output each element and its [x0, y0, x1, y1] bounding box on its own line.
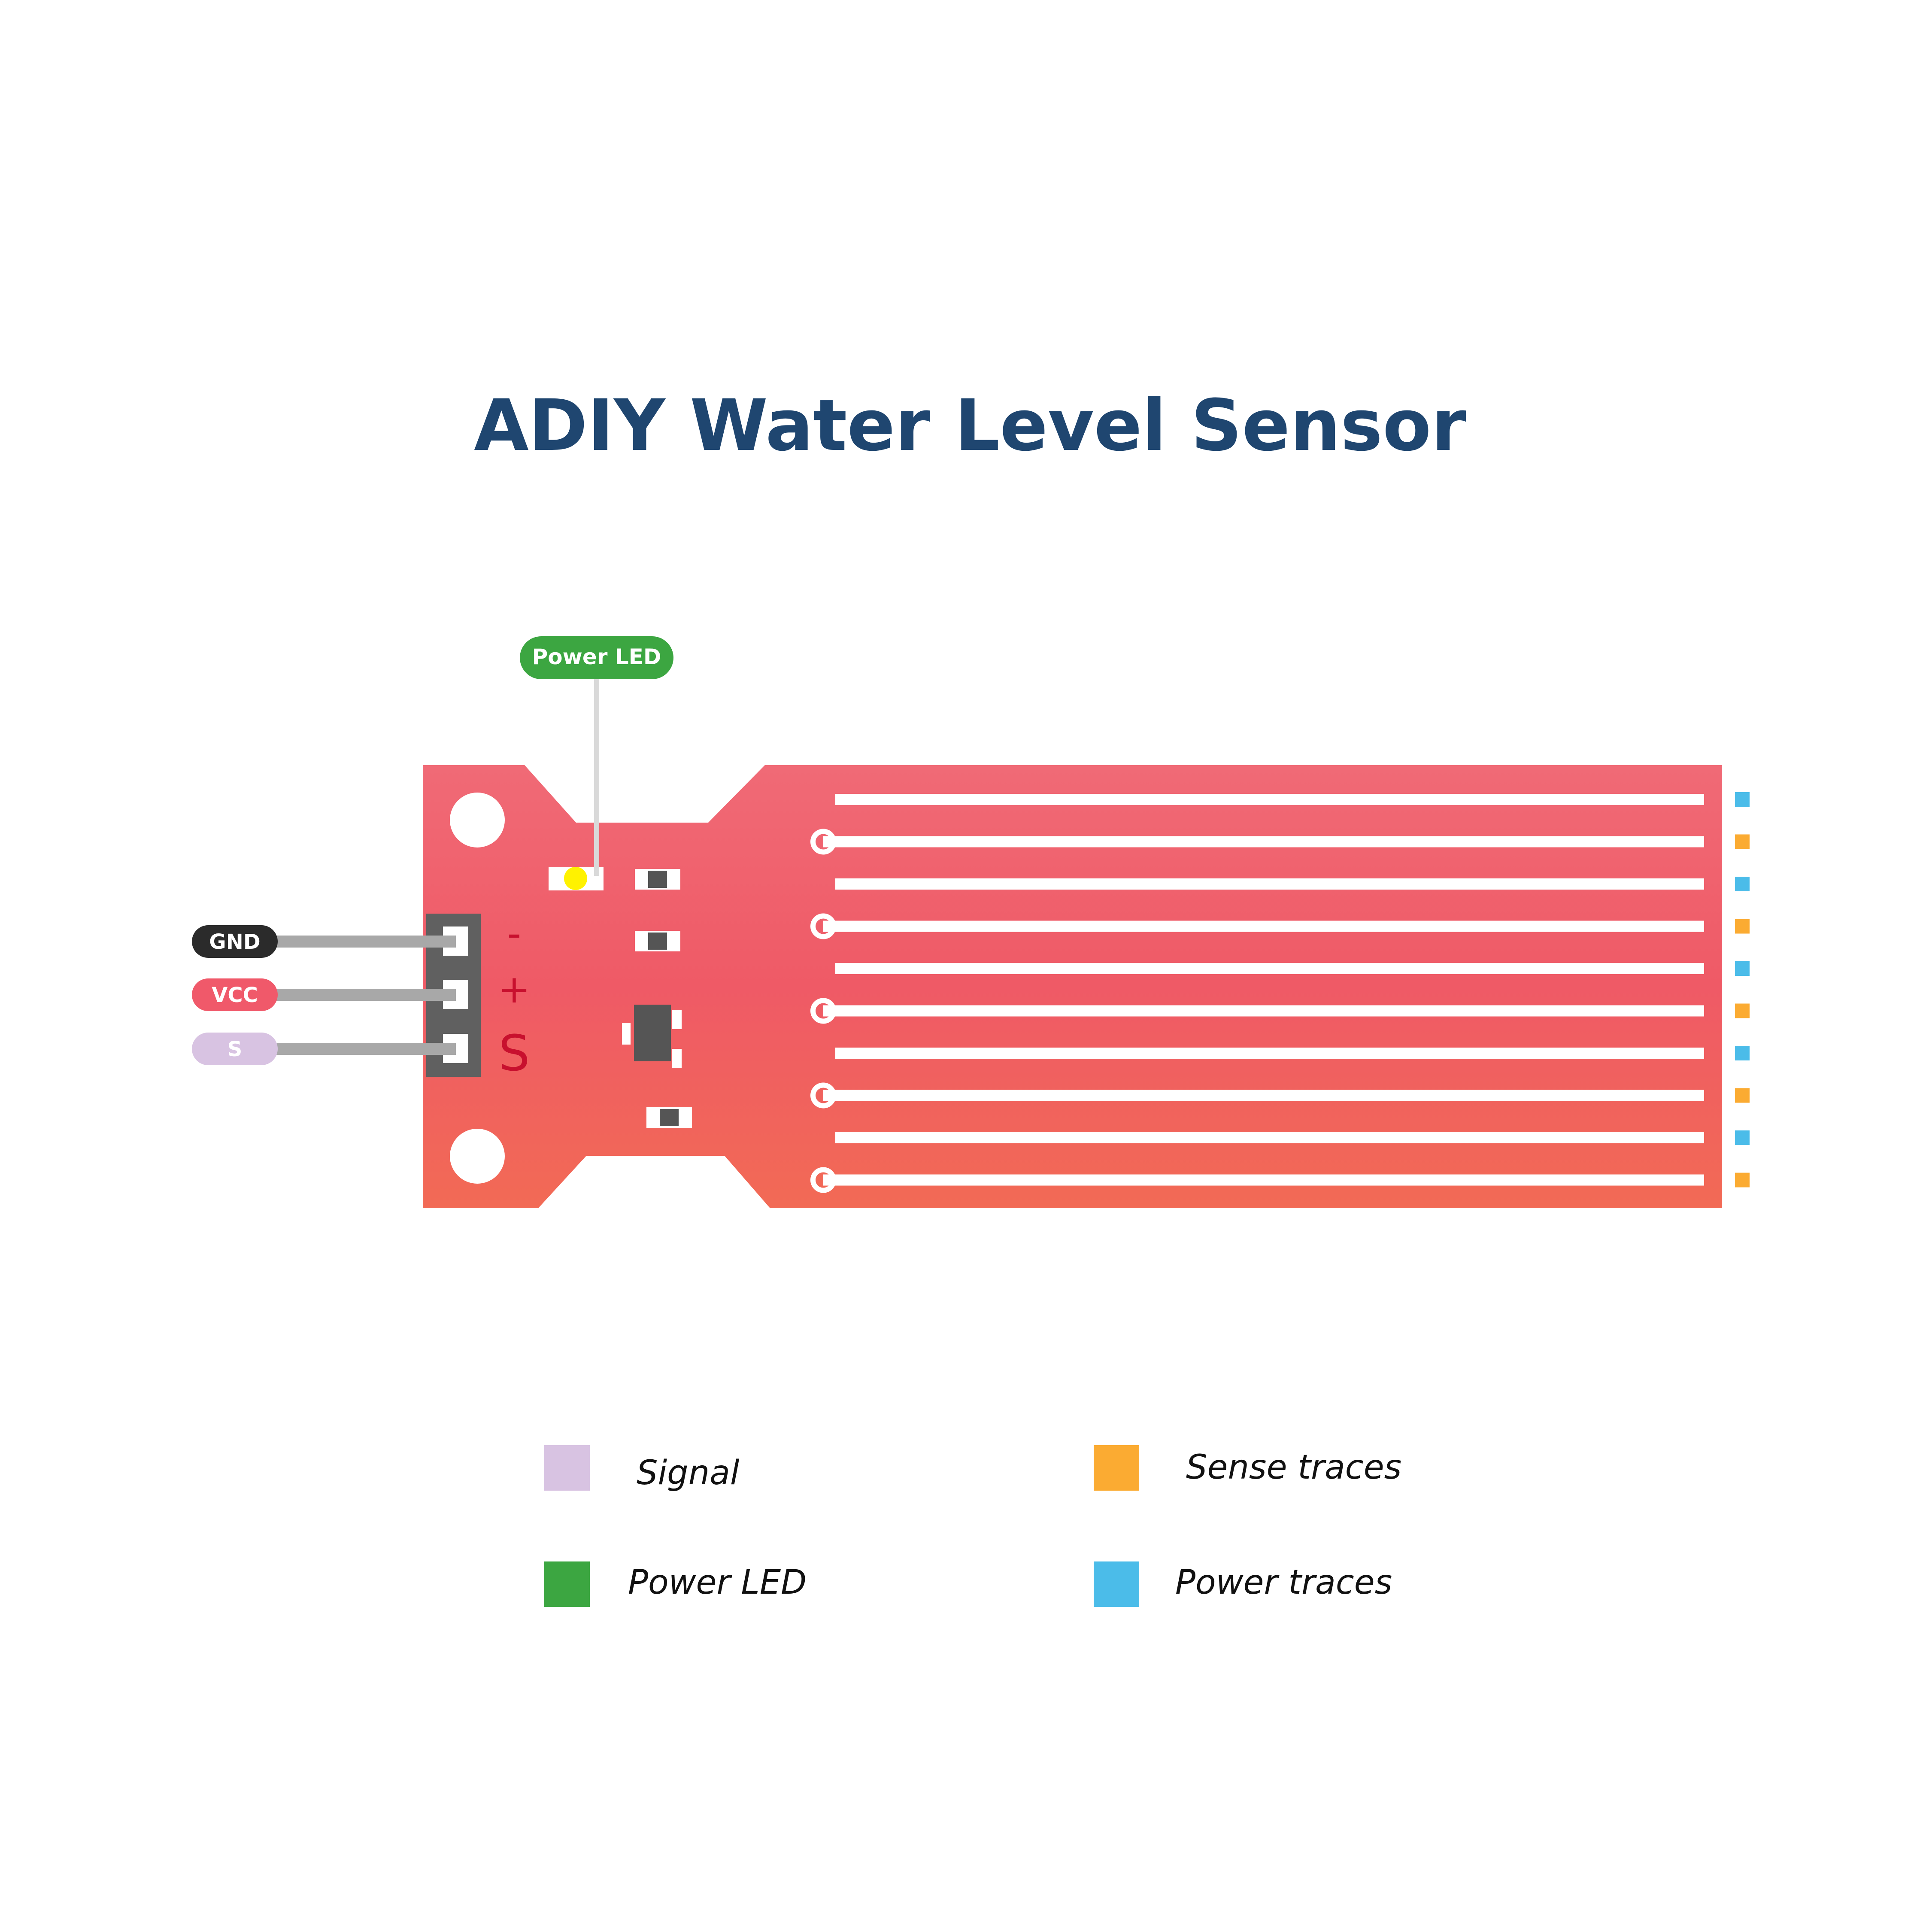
- power-marker: [1735, 961, 1750, 976]
- resistor-r3: [646, 1107, 692, 1128]
- sense-marker: [1735, 1088, 1750, 1103]
- power-marker: [1735, 1130, 1750, 1145]
- page-title: ADIY Water Level Sensor: [474, 384, 1466, 467]
- trace-sense: [823, 1090, 1704, 1101]
- sense-marker: [1735, 919, 1750, 934]
- pin-labels: GND VCC S: [192, 925, 456, 1065]
- silk-signal: S: [499, 1025, 530, 1082]
- trace-power: [835, 1048, 1704, 1059]
- pin-badge: [192, 1033, 278, 1065]
- trace-via: [810, 829, 836, 855]
- legend-label: Signal: [637, 1454, 740, 1492]
- trace-power: [835, 963, 1704, 974]
- legend-swatch: [1094, 1561, 1139, 1607]
- mounting-hole-top: [450, 793, 505, 848]
- legend-label: Power traces: [1175, 1563, 1392, 1602]
- legend-label: Sense traces: [1186, 1448, 1401, 1487]
- trace-via: [810, 1082, 836, 1109]
- callout-label: Power LED: [532, 644, 661, 669]
- legend-swatch: [544, 1445, 590, 1491]
- pin-badge: [192, 925, 278, 958]
- pin-label: GND: [209, 930, 260, 954]
- trace-via: [810, 998, 836, 1024]
- trace-power: [835, 878, 1704, 890]
- trace-sense: [823, 1174, 1704, 1186]
- sensor-board: - + S: [423, 765, 1722, 1208]
- silk-plus: +: [498, 967, 530, 1012]
- sense-marker: [1735, 834, 1750, 849]
- pin-label: S: [227, 1037, 243, 1061]
- silk-minus: -: [507, 911, 521, 956]
- mounting-hole-bottom: [450, 1129, 505, 1184]
- resistor-r2: [635, 931, 680, 951]
- power-led-callout: Power LED: [520, 636, 673, 876]
- callout-badge: [520, 636, 673, 679]
- pin-label: VCC: [212, 983, 258, 1007]
- power-marker: [1735, 877, 1750, 891]
- sense-marker: [1735, 1003, 1750, 1018]
- sense-traces: [810, 794, 1704, 1193]
- trace-sense: [823, 1005, 1704, 1017]
- trace-via: [810, 913, 836, 939]
- resistor-r1: [635, 869, 680, 890]
- power-marker: [1735, 1046, 1750, 1060]
- legend-swatch: [544, 1561, 590, 1607]
- trace-power: [835, 794, 1704, 805]
- transistor: [622, 1005, 682, 1068]
- trace-via: [810, 1167, 836, 1193]
- pin-badge: [192, 978, 278, 1011]
- trace-sense: [823, 920, 1704, 932]
- power-led: [564, 867, 587, 890]
- trace-sense: [823, 836, 1704, 848]
- power-marker: [1735, 792, 1750, 807]
- sense-marker: [1735, 1173, 1750, 1188]
- legend-swatch: [1094, 1445, 1139, 1491]
- trace-power: [835, 1132, 1704, 1143]
- legend-label: Power LED: [628, 1563, 807, 1602]
- trace-markers: [1735, 792, 1750, 1188]
